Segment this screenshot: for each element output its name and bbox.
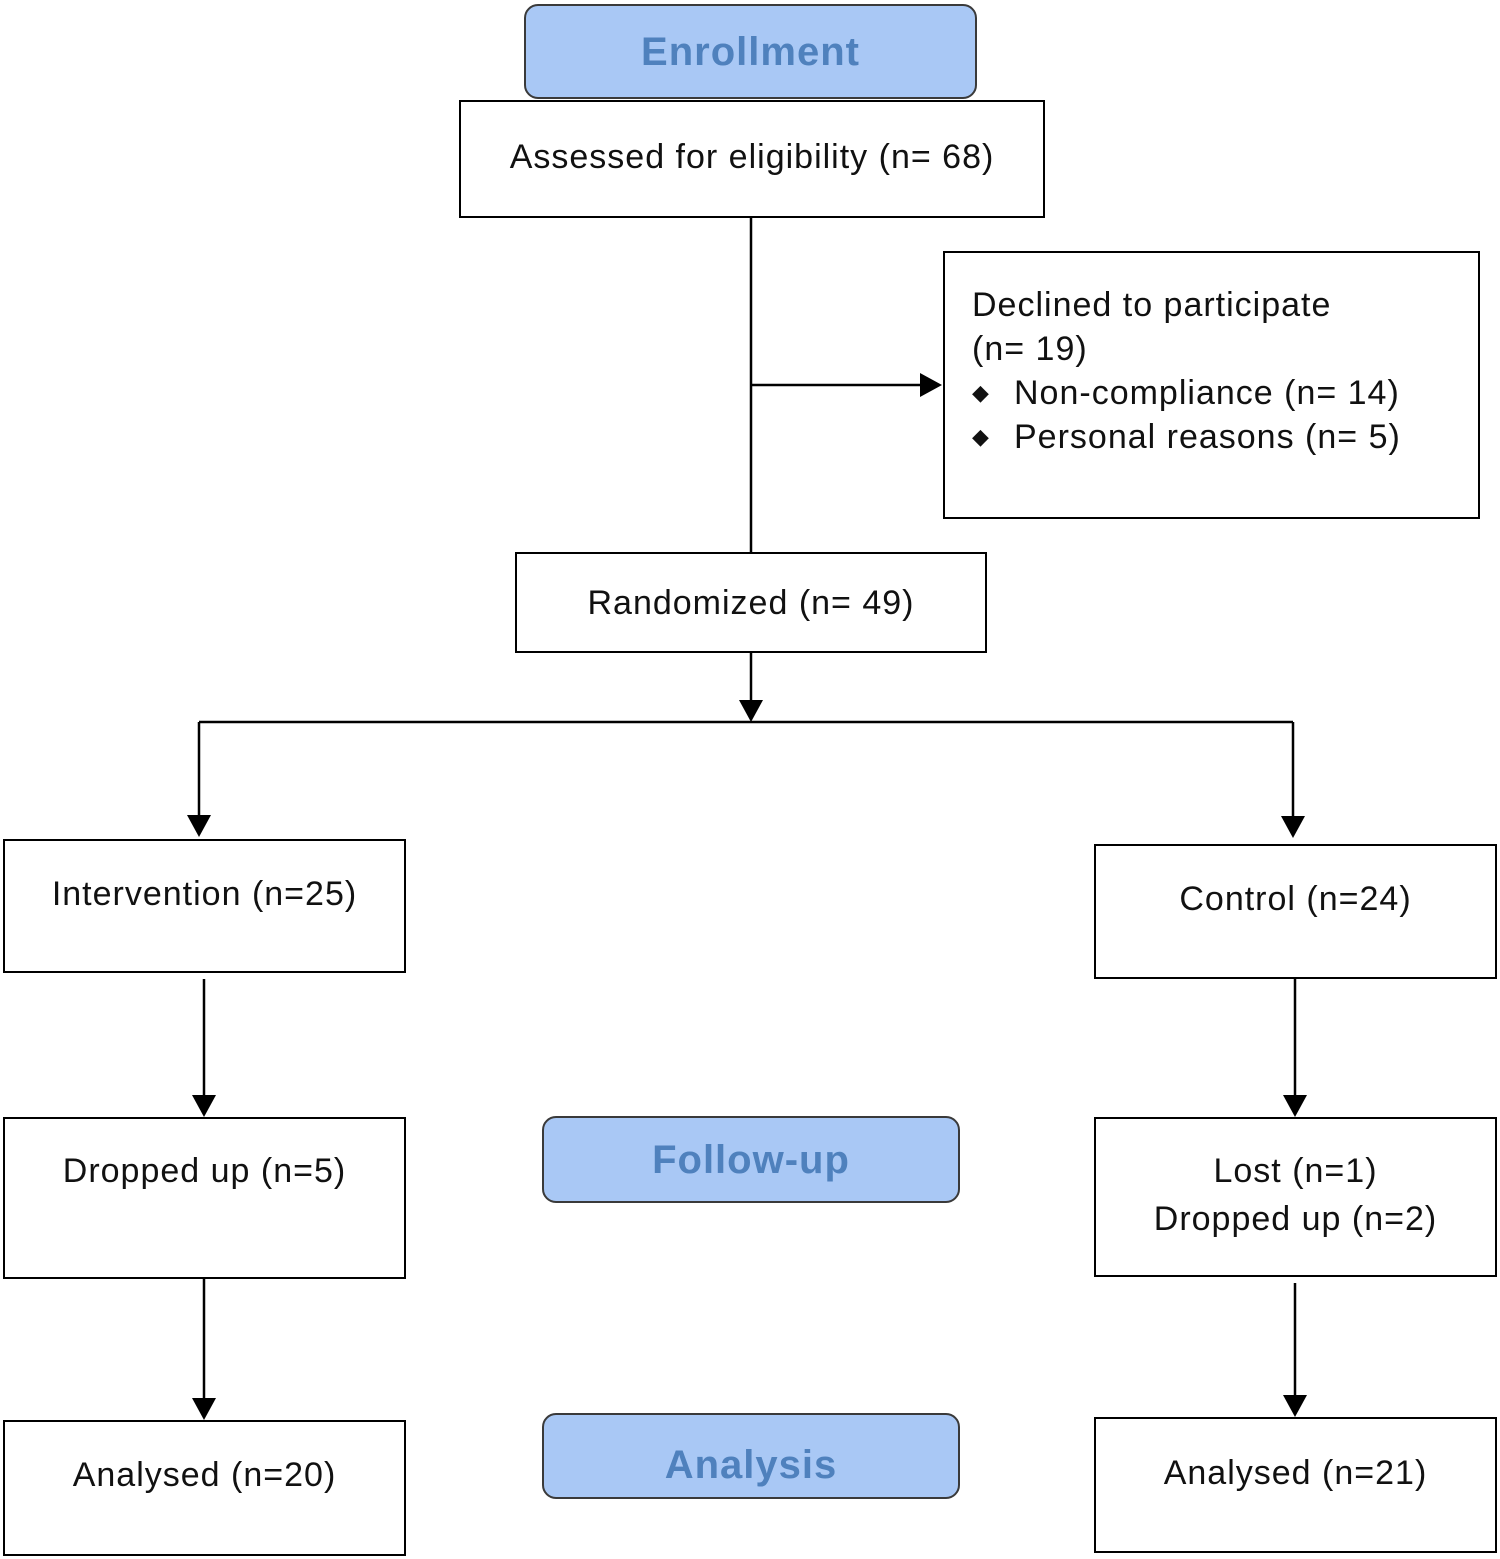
control-lost-label: Lost (n=1) xyxy=(1213,1152,1378,1190)
arrowhead-intervention-analysed xyxy=(192,1398,216,1420)
arrowhead-declined xyxy=(920,373,942,397)
arrowhead-control-lost xyxy=(1283,1095,1307,1117)
intervention-label: Intervention (n=25) xyxy=(51,875,358,913)
enrollment-stage-label: Enrollment xyxy=(524,4,977,99)
reason-non-compliance: Non-compliance (n= 14) xyxy=(972,371,1478,415)
intervention-box: Intervention (n=25) xyxy=(3,839,406,973)
arrowhead-intervention xyxy=(187,815,211,837)
intervention-analysed-box: Analysed (n=20) xyxy=(3,1420,406,1556)
arrowhead-control-analysed xyxy=(1283,1395,1307,1417)
arrowhead-intervention-dropped xyxy=(192,1095,216,1117)
assessed-label: Assessed for eligibility (n= 68) xyxy=(509,138,995,176)
follow-up-stage-label: Follow-up xyxy=(542,1116,960,1203)
assessed-box: Assessed for eligibility (n= 68) xyxy=(459,100,1045,218)
declined-reasons-list: Non-compliance (n= 14) Personal reasons … xyxy=(972,371,1478,459)
control-box: Control (n=24) xyxy=(1094,844,1497,979)
control-dropped-label: Dropped up (n=2) xyxy=(1153,1200,1438,1238)
control-label: Control (n=24) xyxy=(1179,880,1412,918)
control-analysed-box: Analysed (n=21) xyxy=(1094,1417,1497,1553)
reason-personal: Personal reasons (n= 5) xyxy=(972,415,1478,459)
control-lost-box: Lost (n=1) Dropped up (n=2) xyxy=(1094,1117,1497,1277)
arrowhead-randomized xyxy=(739,700,763,722)
declined-count: (n= 19) xyxy=(972,330,1088,368)
intervention-dropped-box: Dropped up (n=5) xyxy=(3,1117,406,1279)
intervention-dropped-label: Dropped up (n=5) xyxy=(62,1152,347,1190)
arrowhead-control xyxy=(1281,816,1305,838)
randomized-label: Randomized (n= 49) xyxy=(587,584,915,622)
declined-box: Declined to participate (n= 19) Non-comp… xyxy=(943,251,1480,519)
analysis-stage-label: Analysis xyxy=(542,1413,960,1499)
declined-label: Declined to participate xyxy=(972,286,1332,324)
intervention-analysed-label: Analysed (n=20) xyxy=(72,1456,337,1494)
control-analysed-label: Analysed (n=21) xyxy=(1163,1454,1428,1492)
randomized-box: Randomized (n= 49) xyxy=(515,552,987,653)
